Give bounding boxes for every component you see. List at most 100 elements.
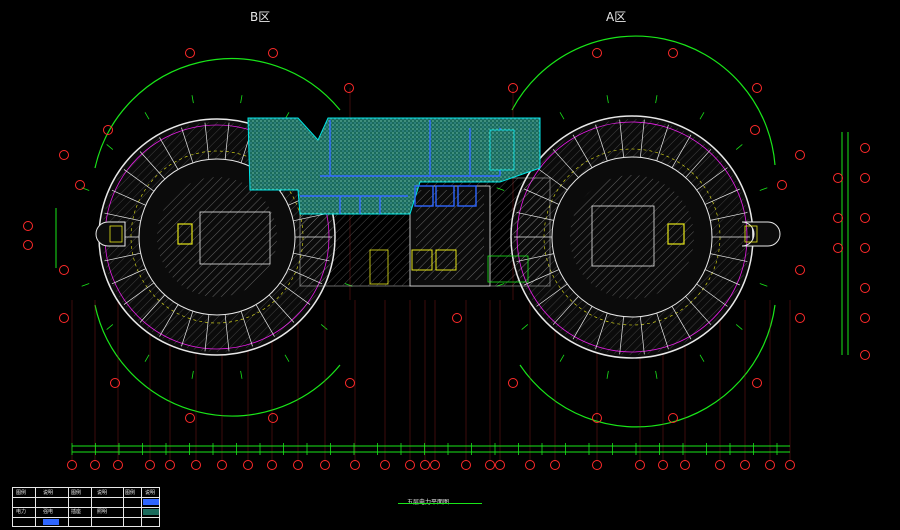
axis-bubble-icon [715,460,725,470]
axis-bubble-icon [23,48,870,470]
upper-zone [247,117,541,215]
axis-bubble-icon [165,460,175,470]
legend-cell-2: 强电 [43,509,54,515]
dimension-tick [759,187,768,191]
legend-header-2: 说明 [43,490,54,496]
dimension-tick [735,144,743,150]
axis-bubble-icon [380,460,390,470]
room-partition [671,134,692,168]
axis-bubble-icon [668,48,678,58]
axis-bubble-icon [59,150,69,160]
legend-table: 图例 说明 图例 说明 图例 说明 电力 强电 插座 照明 [12,487,160,527]
dimension-tick [284,354,290,362]
axis-bubble-icon [103,125,113,135]
room-partition [111,189,146,206]
axis-bubble-icon [495,460,505,470]
axis-bubble-icon [320,460,330,470]
axis-bubble-icon [833,213,843,223]
axis-bubble-icon [785,460,795,470]
legend-header-1: 图例 [16,490,27,496]
axis-bubble-icon [243,460,253,470]
room-partition [696,283,728,307]
axis-bubble-icon [461,460,471,470]
dimension-tick [106,324,114,330]
legend-header-5: 图例 [125,490,136,496]
dimension-tick [699,112,705,120]
axis-bubble-icon [110,378,120,388]
axis-bubble-icon [185,48,195,58]
axis-bubble-icon [658,460,668,470]
room-partition [123,282,155,305]
axis-bubble-icon [59,313,69,323]
dimension-tick [521,324,529,330]
dimension-tick [559,354,565,362]
dimension-tick [81,283,90,287]
axis-bubble-icon [592,48,602,58]
room-partition [552,296,579,325]
axis-bubble-icon [405,460,415,470]
bottom-dimension [72,445,790,453]
dimension-tick [320,324,328,330]
axis-bubble-icon [795,313,805,323]
room-partition [704,269,740,286]
dimension-tick [240,370,243,379]
axis-bubble-icon [23,240,33,250]
room-partition [139,151,166,180]
axis-bubble-icon [795,265,805,275]
room-partition [671,306,692,340]
axis-bubble-icon [217,460,227,470]
axis-bubble-icon [860,243,870,253]
room-partition [552,149,579,178]
dimension-tick [699,354,705,362]
room-partition [572,306,593,340]
legend-swatch-3 [43,519,59,525]
room-partition [536,167,568,191]
dimension-tick [606,95,609,104]
axis-bubble-icon [268,48,278,58]
room-partition [279,282,311,305]
room-partition [696,167,728,191]
dimension-tick [191,95,194,104]
axis-bubble-icon [635,460,645,470]
axis-bubble-icon [860,313,870,323]
axis-bubble-icon [430,460,440,470]
axis-bubble-icon [59,265,69,275]
room-partition [123,169,155,192]
room-partition [159,137,179,170]
room-partition [224,314,230,352]
axis-bubble-icon [293,460,303,470]
axis-bubble-icon [750,125,760,135]
room-partition [619,316,624,355]
axis-bubble-icon [75,180,85,190]
legend-swatch-1 [143,499,159,505]
caption-underline [398,503,482,504]
room-partition [595,124,608,162]
axis-bubble-icon [860,173,870,183]
dimension-tick [759,283,768,287]
dimension-ticks [71,443,778,455]
legend-cell-3: 插座 [71,509,82,515]
room-partition [159,304,179,337]
room-partition [640,316,645,355]
room-partition [595,312,608,350]
room-partition [104,212,141,222]
axis-bubble-icon [113,460,123,470]
legend-header-3: 图例 [71,490,82,496]
dimension-tick [106,144,114,150]
legend-cell-4: 照明 [97,509,108,515]
axis-bubble-icon [777,180,787,190]
room-partition [224,122,230,160]
dimension-tick [144,112,150,120]
drawing-caption: 五层电力平面图 [407,497,449,506]
axis-bubble-icon [344,83,354,93]
vertical-dimension [55,132,849,355]
stair-icon [95,221,781,247]
room-partition [710,253,748,262]
axis-bubble-icon [740,460,750,470]
room-partition [685,149,712,178]
legend-cell-1: 电力 [16,509,27,515]
room-partition [704,188,740,205]
room-partition [656,124,669,162]
axis-bubble-icon [67,460,77,470]
room-partition [572,134,593,168]
